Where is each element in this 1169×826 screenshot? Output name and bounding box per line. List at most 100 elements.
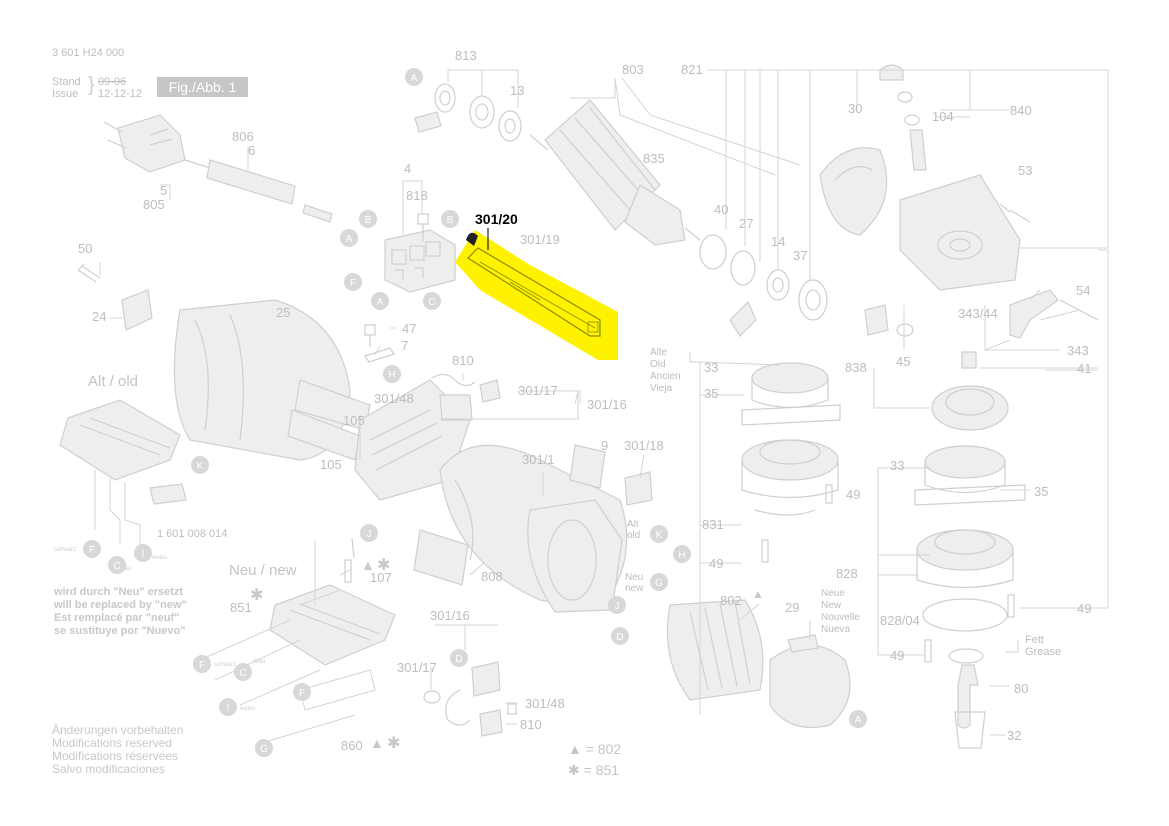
label-808: 808 [481, 569, 503, 584]
label-343-44: 343/44 [958, 306, 998, 321]
label-50: 50 [78, 241, 92, 256]
old-bearing-flange [741, 362, 841, 563]
star-107: ✱ [377, 557, 390, 574]
armature [529, 99, 701, 246]
part-1601: 1 601 008 014 [157, 528, 228, 540]
label-5: 5 [160, 183, 167, 198]
nut-45 [896, 323, 914, 337]
clip-7 [364, 347, 395, 363]
svg-text:F: F [350, 278, 356, 289]
label-835: 835 [643, 151, 665, 166]
legend-star: ✱ = 851 [568, 762, 620, 778]
guard-30 [819, 147, 888, 236]
svg-text:C: C [113, 561, 120, 572]
label-301-48b: 301/48 [525, 696, 565, 711]
stand-label: Stand [52, 76, 81, 88]
label-32: 32 [1007, 728, 1021, 743]
label-49: 49 [846, 487, 860, 502]
svg-text:G: G [260, 744, 268, 755]
label-301-16b: 301/16 [430, 608, 470, 623]
label-301-1: 301/1 [522, 452, 555, 467]
label-7: 7 [401, 338, 408, 353]
triangle-802: ▲ [752, 587, 764, 601]
label-47: 47 [402, 321, 416, 336]
label-107: 107 [370, 570, 392, 585]
svg-text:G: G [655, 578, 663, 589]
wire-schwarz-old: schwarz [54, 547, 76, 553]
bracket-24 [121, 289, 153, 331]
brace: } [88, 74, 95, 96]
label-29: 29 [785, 600, 799, 615]
label-806: 806 [232, 129, 254, 144]
svg-text:K: K [656, 530, 663, 541]
svg-text:A: A [346, 234, 353, 245]
bearing-14 [766, 269, 790, 301]
label-810b: 810 [520, 717, 542, 732]
label-851: 851 [230, 600, 252, 615]
label-49b: 49 [709, 556, 723, 571]
svg-text:B: B [365, 215, 372, 226]
label-105b: 105 [320, 457, 342, 472]
new-bearing-flange [914, 445, 1026, 749]
svg-text:F: F [89, 545, 95, 556]
replacement-note: wird durch "Neu" ersetzt will be replace… [54, 586, 187, 637]
connection-letters: A B A B F A C H K F C I J F C F I G D K … [83, 68, 867, 757]
label-840: 840 [1010, 103, 1032, 118]
cap-104 [879, 64, 904, 81]
svg-text:F: F [299, 688, 305, 699]
label-104: 104 [932, 109, 954, 124]
brush-holder-301-48 [439, 394, 473, 421]
triangle-107: ▲ [361, 557, 375, 573]
power-plug [103, 114, 211, 173]
svg-text:A: A [855, 715, 862, 726]
label-49c: 49 [1077, 601, 1091, 616]
label-803: 803 [622, 62, 644, 77]
wire-weiss-new: weiss [239, 706, 255, 712]
screw-818 [417, 213, 429, 242]
switch-assembly [384, 229, 456, 293]
cable-sleeve [206, 159, 296, 205]
label-301-17: 301/17 [518, 383, 558, 398]
highlighted-part-301-20[interactable]: 301/20 [455, 211, 618, 360]
label-41: 41 [1077, 361, 1091, 376]
label-9: 9 [601, 438, 608, 453]
label-838: 838 [845, 360, 867, 375]
label-24: 24 [92, 309, 106, 324]
label-54: 54 [1076, 283, 1090, 298]
bearings-813 [414, 83, 522, 142]
label-14: 14 [771, 234, 785, 249]
leader-lines [99, 69, 1109, 736]
star-851: ✱ [250, 587, 263, 604]
carbon-brush-810 [431, 373, 476, 387]
wire-schwarz-new: schwarz [214, 662, 236, 668]
stand-value: 09-06 [98, 76, 127, 88]
modifications-note: Änderungen vorbehalten Modifications res… [52, 723, 184, 776]
part-number: 3 601 H24 000 [52, 47, 125, 59]
svg-text:B: B [447, 215, 454, 226]
svg-text:C: C [239, 668, 246, 679]
stator-housing [173, 299, 371, 461]
svg-text:A: A [377, 297, 384, 308]
label-810: 810 [452, 353, 474, 368]
sleeve-41 [961, 351, 977, 369]
gear-housing [899, 174, 1021, 291]
star-860: ✱ [387, 735, 400, 752]
svg-text:H: H [388, 370, 395, 381]
svg-text:J: J [367, 529, 372, 540]
issue-value: 12-12-12 [98, 88, 143, 100]
label-27: 27 [739, 216, 753, 231]
label-301-16: 301/16 [587, 397, 627, 412]
clip-301-17 [479, 379, 501, 403]
label-821: 821 [681, 62, 703, 77]
label-818: 818 [406, 188, 428, 203]
label-4: 4 [404, 161, 411, 176]
svg-text:D: D [616, 632, 623, 643]
label-33b: 33 [890, 458, 904, 473]
svg-text:A: A [411, 73, 418, 84]
label-301-19: 301/19 [520, 232, 560, 247]
label-802: 802 [720, 593, 742, 608]
